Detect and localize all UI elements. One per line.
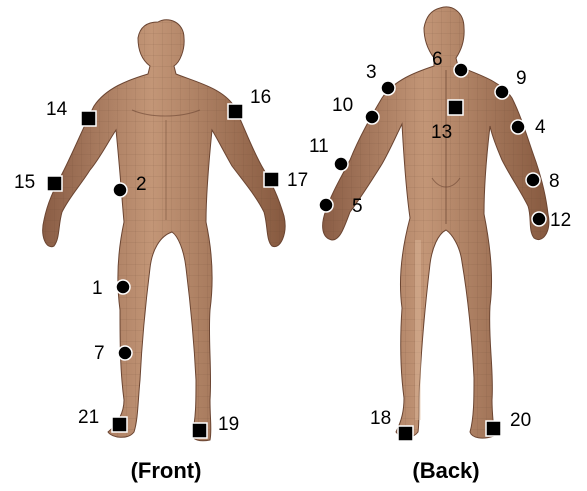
marker-11 bbox=[334, 157, 348, 171]
label-20: 20 bbox=[510, 410, 531, 431]
label-11: 11 bbox=[309, 136, 329, 157]
marker-12 bbox=[532, 212, 546, 226]
marker-18 bbox=[398, 426, 413, 441]
marker-1 bbox=[116, 280, 130, 294]
marker-8 bbox=[526, 173, 540, 187]
label-5: 5 bbox=[352, 196, 363, 217]
label-6: 6 bbox=[432, 49, 443, 70]
label-7: 7 bbox=[94, 343, 105, 364]
label-10: 10 bbox=[332, 95, 353, 116]
marker-21 bbox=[112, 417, 127, 432]
caption-front: (Front) bbox=[131, 458, 202, 483]
marker-5 bbox=[319, 198, 333, 212]
marker-19 bbox=[192, 423, 207, 438]
label-14: 14 bbox=[46, 99, 68, 120]
label-4: 4 bbox=[535, 117, 546, 138]
marker-4 bbox=[511, 120, 525, 134]
label-16: 16 bbox=[250, 87, 271, 108]
caption-back: (Back) bbox=[412, 458, 479, 483]
label-1: 1 bbox=[92, 278, 103, 299]
marker-9 bbox=[495, 85, 509, 99]
marker-17 bbox=[264, 172, 279, 187]
marker-15 bbox=[47, 176, 62, 191]
marker-14 bbox=[81, 111, 96, 126]
label-2: 2 bbox=[136, 174, 147, 195]
marker-20 bbox=[486, 421, 501, 436]
marker-13 bbox=[448, 100, 463, 115]
marker-10 bbox=[365, 110, 379, 124]
label-21: 21 bbox=[78, 407, 99, 428]
label-17: 17 bbox=[287, 170, 308, 191]
back-body-figure bbox=[323, 7, 549, 438]
label-13: 13 bbox=[431, 122, 452, 143]
front-body-figure bbox=[43, 20, 285, 441]
label-12: 12 bbox=[550, 210, 571, 231]
marker-6 bbox=[454, 63, 468, 77]
label-19: 19 bbox=[218, 414, 239, 435]
marker-2 bbox=[113, 183, 127, 197]
label-8: 8 bbox=[549, 171, 560, 192]
marker-16 bbox=[228, 104, 243, 119]
label-3: 3 bbox=[366, 62, 377, 83]
marker-7 bbox=[118, 346, 132, 360]
label-18: 18 bbox=[370, 408, 391, 429]
marker-3 bbox=[381, 81, 395, 95]
label-15: 15 bbox=[14, 172, 35, 193]
label-9: 9 bbox=[516, 68, 527, 89]
